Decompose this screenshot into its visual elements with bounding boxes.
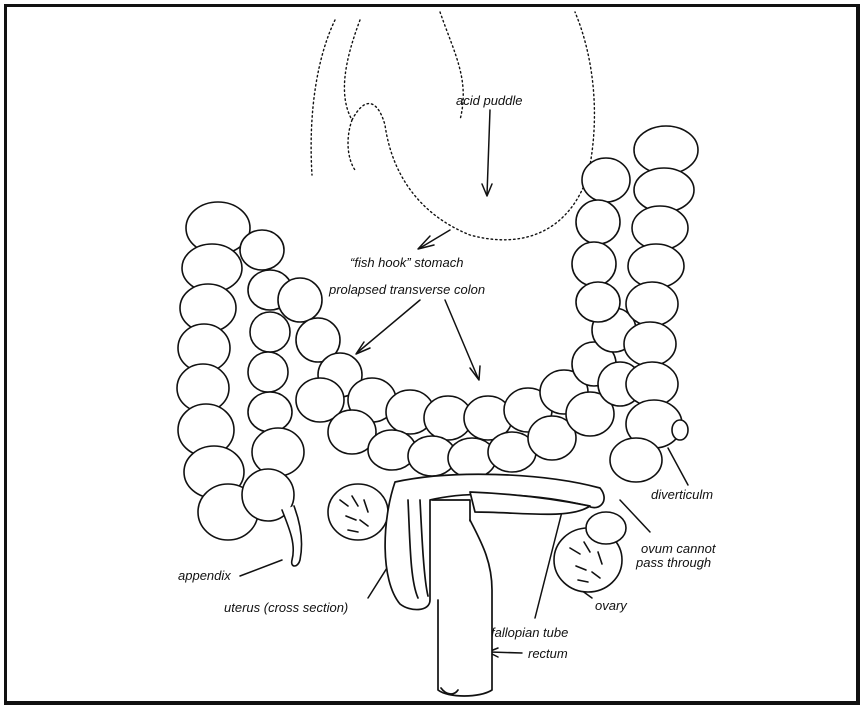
label-diverticulum: diverticulm (651, 488, 713, 502)
appendix (282, 506, 302, 566)
arrow-transverse-colon (356, 300, 480, 380)
stomach-outline (311, 12, 594, 240)
label-prolapsed-transverse-colon: prolapsed transverse colon (329, 283, 485, 297)
label-fish-hook-stomach: “fish hook” stomach (350, 256, 463, 270)
ascending-colon (177, 202, 304, 540)
label-ovum-line1: ovum cannot (641, 542, 715, 556)
arrow-appendix (240, 560, 282, 576)
left-ovary (328, 484, 388, 540)
right-ovary (554, 512, 626, 592)
label-uterus: uterus (cross section) (224, 601, 348, 615)
arrow-rectum (488, 648, 522, 657)
label-rectum: rectum (528, 647, 568, 661)
label-fallopian-tube: fallopian tube (491, 626, 568, 640)
label-acid-puddle: acid puddle (456, 94, 523, 108)
label-ovary: ovary (595, 599, 627, 613)
label-ovum-line2: pass through (636, 556, 711, 570)
label-appendix: appendix (178, 569, 231, 583)
arrow-diverticulum (668, 448, 688, 485)
arrow-stomach (418, 230, 450, 249)
arrow-acid-puddle (482, 110, 492, 196)
